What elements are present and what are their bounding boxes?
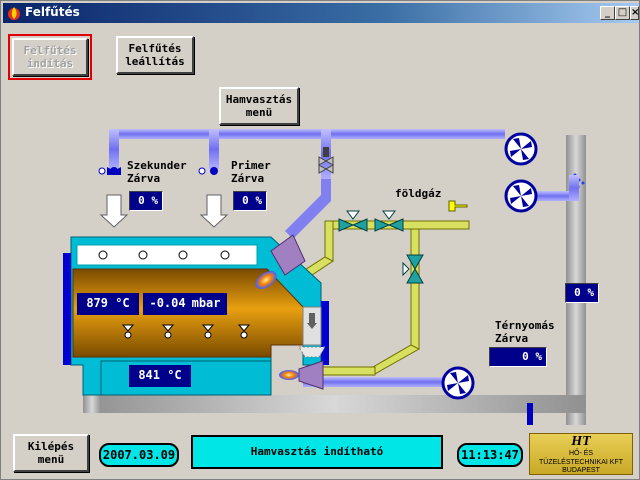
exit-menu-label-1: Kilépés [27,440,75,453]
minimize-button[interactable]: _ [600,6,615,20]
gas-valve-2-icon [374,210,404,232]
title-bar: Felfűtés _ □ × [3,3,639,23]
chamber-pressure-label: Térnyomás Zárva [495,319,555,345]
stop-heating-label-2: leállítás [125,55,185,68]
furnace-pressure-unit: mbar [191,296,221,310]
start-heating-label-1: Felfűtés [23,44,77,57]
stop-heating-label-1: Felfűtés [128,42,182,55]
window-title: Felfűtés [25,5,80,19]
logo-line-3: BUDAPEST [562,467,600,474]
afterburner-burner-icon [279,360,324,390]
ashing-menu-label-1: Hamvasztás [225,93,293,106]
primary-valve-value: 0 % [233,191,267,211]
chamber-pressure-value: 0 % [489,347,547,367]
chamber-pressure-label-2: Zárva [495,332,529,345]
secondary-air-valve-icon [98,167,121,175]
content-panel: Felfűtés indítás Felfűtés leállítás Hamv… [3,25,639,479]
logo-line-2: TÜZELÉSTECHNIKAI KFT [538,459,623,466]
gas-valve-1-icon [338,210,368,232]
main-burner-icon [255,234,306,289]
stack-duct [566,135,586,425]
exit-menu-label-2: menü [37,453,65,466]
primary-air-gate-icon [199,194,229,228]
secondary-air-gate-icon [99,194,129,228]
secondary-valve-value: 0 % [129,191,163,211]
date-display: 2007.03.09 [99,443,179,467]
primary-air-valve-icon [198,167,218,175]
afterburner-temperature: 841 °C [129,365,191,387]
ashing-menu-button[interactable]: Hamvasztás menü [219,87,299,125]
combustion-fan-icon [504,132,538,166]
start-heating-label-2: indítás [26,57,74,70]
app-icon [8,7,20,20]
primary-valve-label-1: Primer [231,159,271,172]
primary-valve-label: Primer Zárva [231,159,271,185]
start-heating-button[interactable]: Felfűtés indítás [12,38,88,76]
afterburner-fan-icon [441,366,475,400]
maximize-button[interactable]: □ [615,6,630,20]
time-display: 11:13:47 [457,443,523,467]
gas-flow-arrow-icon [448,200,468,212]
flue-duct-bottom [83,395,586,413]
air-butterfly-valve-icon [317,147,335,174]
secondary-valve-label: Szekunder Zárva [127,159,187,185]
primary-valve-label-2: Zárva [231,172,265,185]
secondary-valve-label-1: Szekunder [127,159,187,172]
logo-line-1: HŐ- ÉS [568,450,594,457]
status-message: Hamvasztás indítható [191,435,443,469]
stack-damper-value: 0 % [565,283,599,303]
logo-mark: HT [571,434,591,449]
process-diagram [63,129,586,425]
ashing-menu-label-2: menü [245,106,273,119]
secondary-fan-icon [504,179,538,213]
close-button[interactable]: × [630,6,640,20]
secondary-valve-label-2: Zárva [127,172,161,185]
exit-menu-button[interactable]: Kilépés menü [13,434,89,472]
selected-frame [8,34,92,80]
company-logo: HT HŐ- ÉS TÜZELÉSTECHNIKAI KFT BUDAPEST [529,433,633,475]
flue-damper [527,403,533,425]
furnace-temperature: 879 °C [77,293,139,315]
furnace-pressure-value: -0.04 [149,296,186,310]
furnace-pressure: -0.04 mbar [143,293,227,315]
gas-valve-3-icon [402,254,424,284]
chamber-pressure-label-1: Térnyomás [495,319,555,332]
natural-gas-label: földgáz [395,187,442,200]
stop-heating-button[interactable]: Felfűtés leállítás [116,36,194,74]
